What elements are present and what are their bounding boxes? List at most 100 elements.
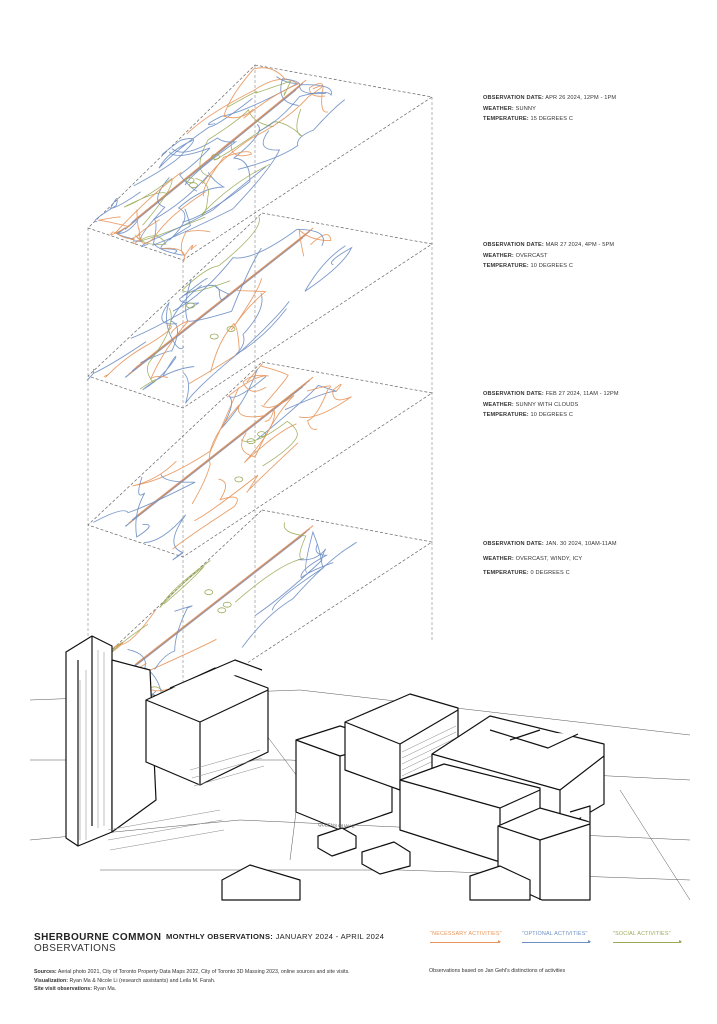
social-loop [257,431,267,438]
path-trace [201,85,323,185]
path-trace [180,230,211,263]
site-visit-text: Ryan Ma. [93,986,117,993]
monthly-range: JANUARY 2024 - APRIL 2024 [275,932,385,941]
projection-lines [87,65,433,690]
obs-weather: SUNNY [515,105,536,112]
path-trace [202,141,252,197]
path-trace [304,245,353,292]
social-loop [234,476,244,483]
path-trace [159,560,211,608]
path-trace [161,244,198,258]
city-massing-model [29,635,691,901]
sources-label: Sources: [34,969,57,975]
path-trace [258,84,332,132]
page-title: SHERBOURNE COMMON [34,932,162,943]
path-trace [186,78,300,135]
obs-weather-label: WEATHER: [483,105,514,112]
path-trace [213,108,303,161]
path-trace [103,324,172,378]
social-loop [211,153,220,160]
path-trace [185,247,262,322]
obs-weather: OVERCAST, WINDY, ICY [515,555,583,562]
path-trace [140,284,202,364]
social-loop [226,326,236,332]
obs-temp: 10 DEGREES C [530,263,574,269]
visualization-label: Visualization: [34,977,69,984]
path-trace [158,98,253,169]
path-trace [133,137,194,187]
path-trace [93,474,196,523]
path-trace [141,166,267,248]
path-trace [172,478,238,550]
obs-date-label: OBSERVATION DATE: [483,391,544,397]
path-trace [160,208,191,254]
path-trace [221,368,267,429]
path-trace [113,171,182,240]
obs-weather-label: WEATHER: [483,252,514,259]
obs-date: APR 26 2024, 12PM - 1PM [545,95,617,101]
arrow-icon: ▸ [588,939,592,945]
obs-weather-label: WEATHER: [483,401,514,408]
observation-block-mar: OBSERVATION DATE: MAR 27 2024, 4PM - 5PM… [483,240,614,272]
observation-plane [87,64,433,263]
path-trace [143,514,186,561]
path-trace [194,442,299,522]
legend-line-optional [522,942,590,943]
path-trace [240,420,298,467]
path-trace [298,383,352,418]
path-trace [241,541,357,648]
path-trace [181,216,260,293]
path-trace [188,322,240,384]
path-trace [300,543,334,579]
observation-block-feb: OBSERVATION DATE: FEB 27 2024, 11AM - 12… [483,389,619,421]
social-loop [222,601,232,608]
path-trace [133,177,170,242]
path-trace [171,137,238,186]
path-trace [136,191,206,244]
sources-text: Aerial photo 2021, City of Toronto Prope… [57,969,350,975]
social-loop [209,333,219,340]
path-trace [135,376,314,518]
path-trace [112,609,157,653]
path-trace [135,476,150,538]
path-trace [246,363,289,406]
path-trace [172,228,324,312]
path-trace [254,530,322,616]
social-loop [185,177,195,184]
legend-optional: "OPTIONAL ACTIVITIES" [522,931,588,937]
obs-temp: 15 DEGREES C [530,116,574,122]
obs-temp-label: TEMPERATURE: [483,570,529,576]
street-label: QUEENS QUAY E [318,822,355,829]
obs-date: MAR 27 2024, 4PM - 5PM [545,242,615,248]
path-trace [272,548,327,611]
obs-temp-label: TEMPERATURE: [483,412,529,418]
path-trace [98,216,130,236]
path-trace [139,307,172,390]
path-trace [309,83,329,113]
site-visit-label: Site visit observations: [34,986,92,993]
path-trace [135,227,314,369]
legend-line-social [613,942,681,943]
path-trace [153,174,209,256]
arrow-icon: ▸ [498,939,502,945]
path-trace [226,374,269,398]
path-trace [223,67,287,119]
obs-weather: SUNNY WITH CLOUDS [515,401,579,408]
path-trace [256,384,337,441]
path-trace [169,172,226,241]
path-trace [195,163,271,216]
social-loop [204,589,214,596]
page-subtitle: OBSERVATIONS [34,943,117,954]
path-trace [237,99,346,170]
legend-social: "SOCIAL ACTIVITIES" [613,931,671,937]
path-trace [298,228,332,257]
visualization-text: Ryan Ma & Nicole Li (research assistants… [69,977,216,984]
path-trace [152,130,281,246]
social-loop [186,302,195,309]
parking-rows [107,749,265,851]
obs-temp-label: TEMPERATURE: [483,263,529,269]
path-trace [94,191,141,223]
path-trace [161,302,185,349]
path-trace [132,387,240,487]
